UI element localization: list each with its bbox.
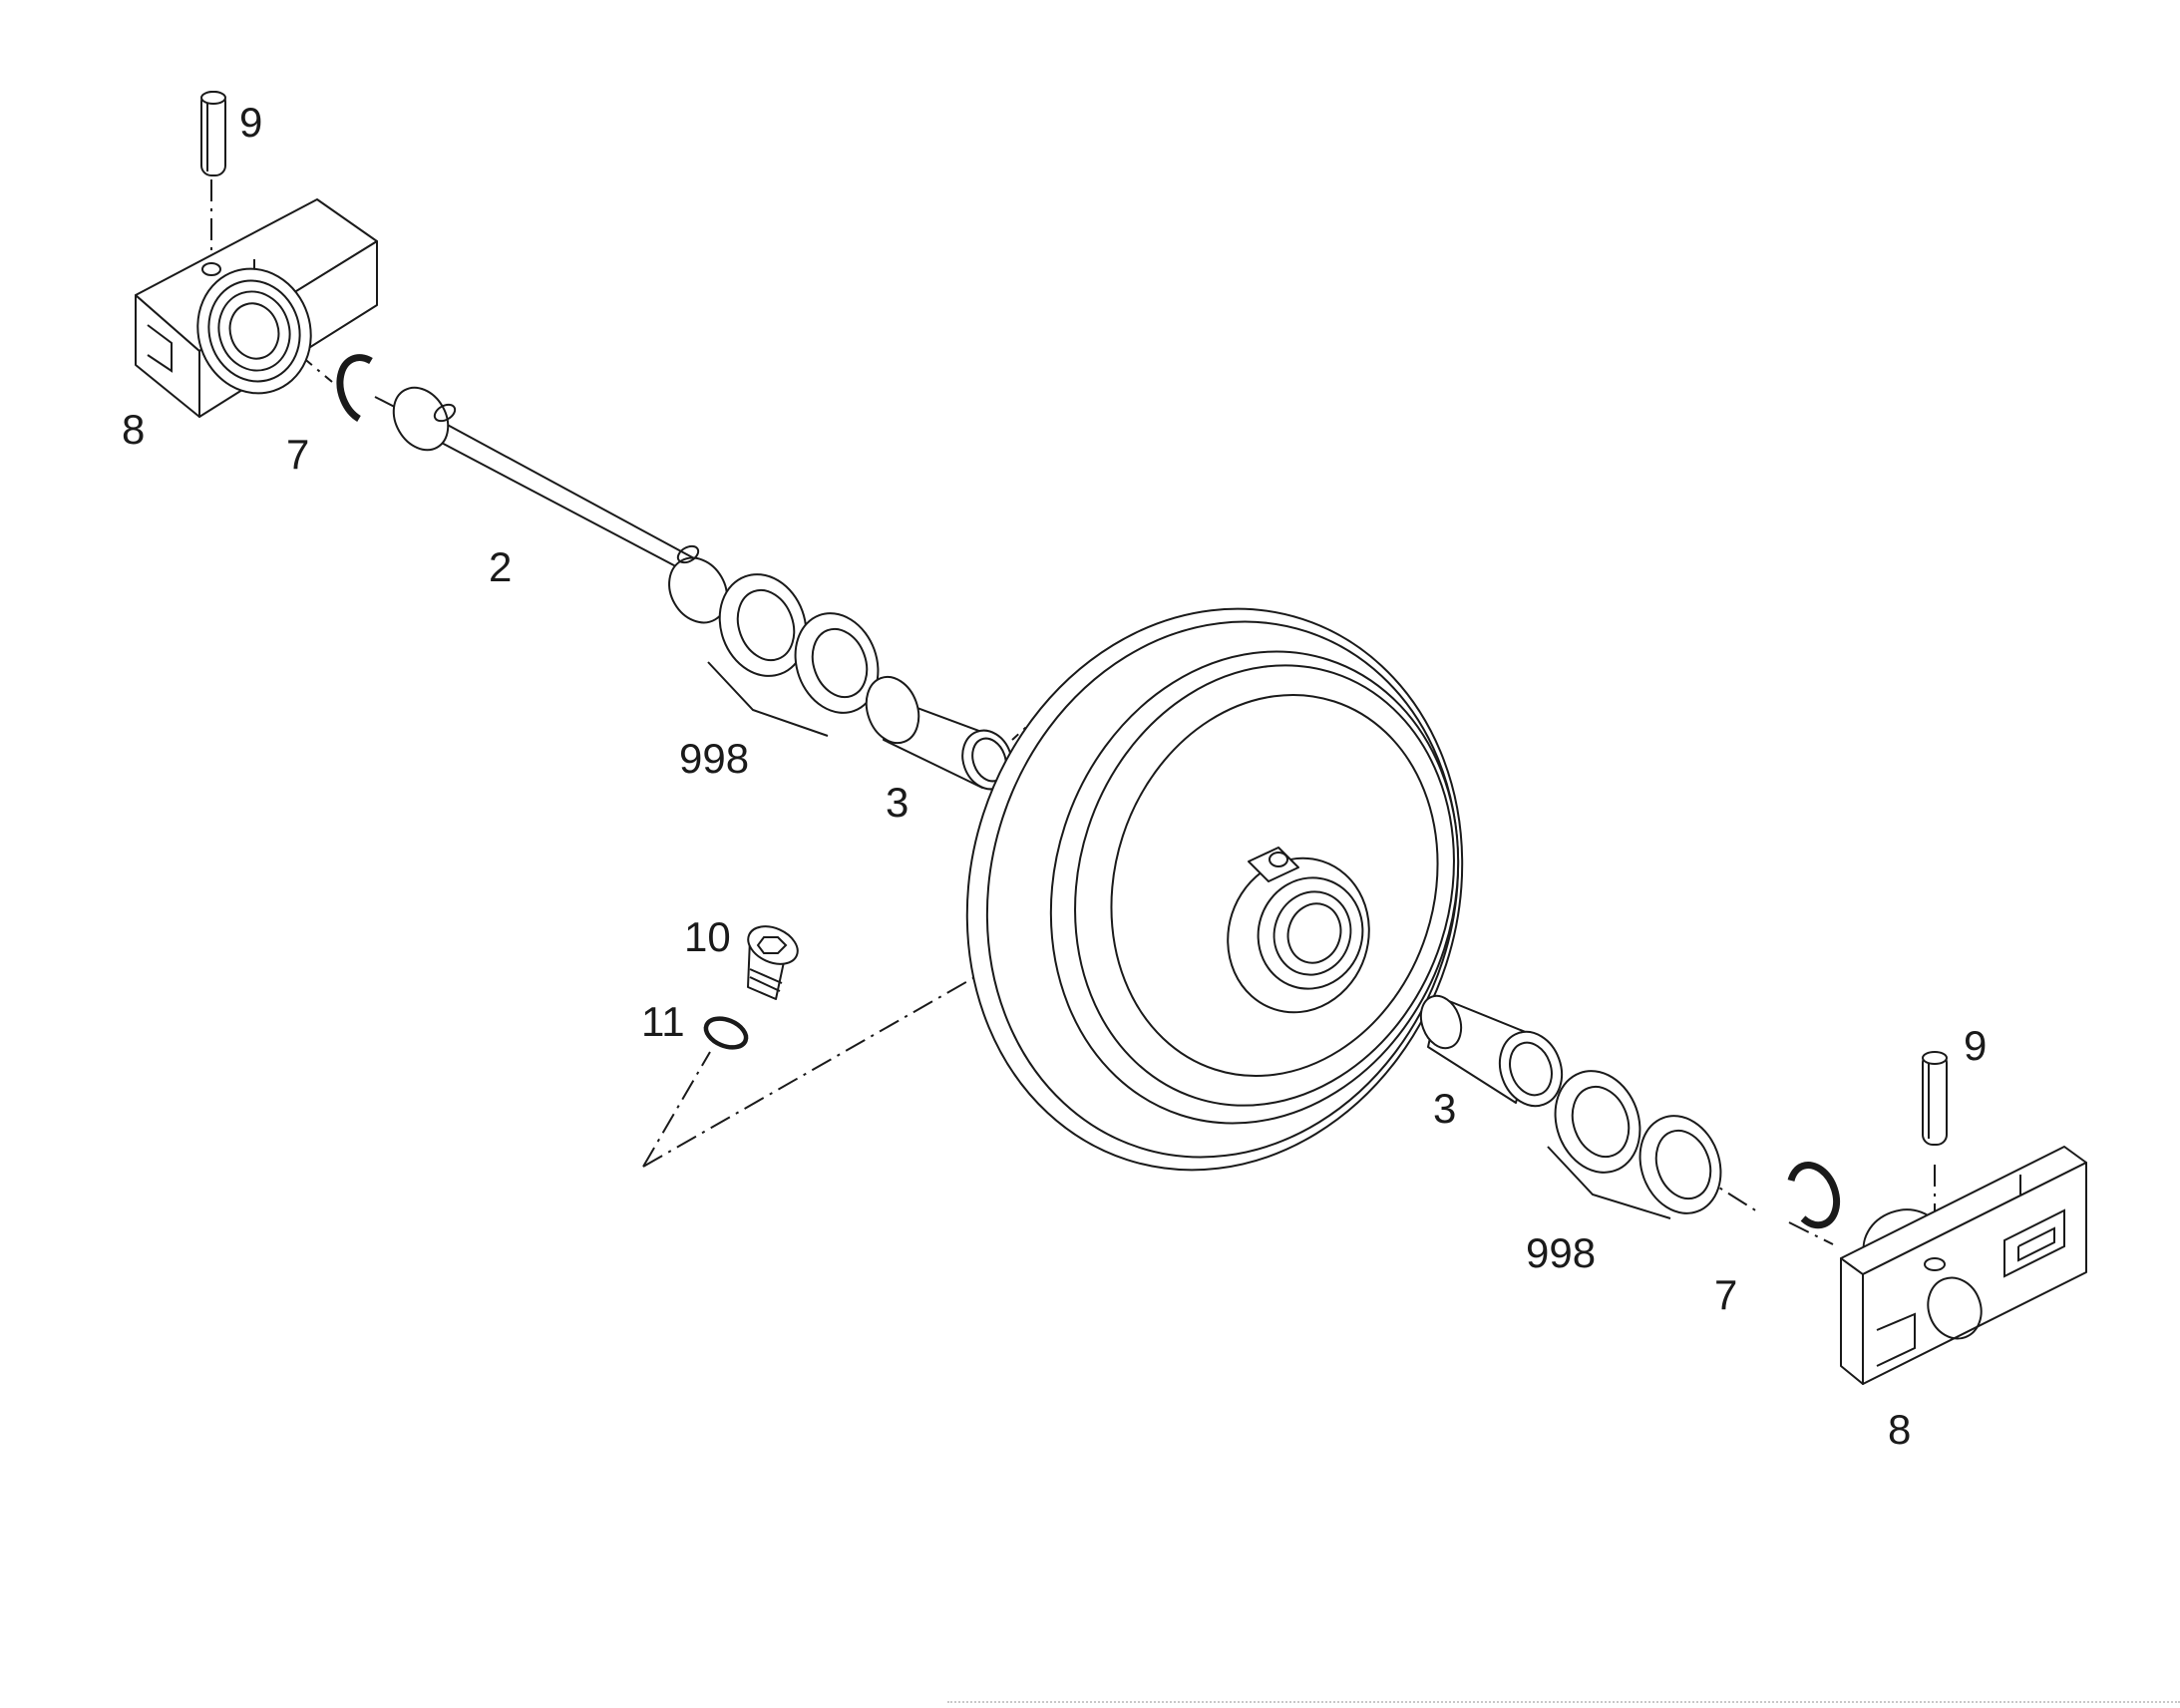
oring-left (336, 354, 373, 423)
leader-998-right (1547, 1146, 1671, 1219)
seal-ring-left-inner (794, 612, 880, 714)
pin-left (200, 91, 226, 176)
callout-pin-left: 9 (239, 99, 262, 146)
callout-oring-right: 7 (1714, 1271, 1737, 1318)
callout-axle: 2 (489, 543, 512, 590)
callout-pin-right: 9 (1964, 1022, 1987, 1069)
callout-screw: 10 (684, 913, 731, 960)
oring-right (1787, 1162, 1841, 1229)
pin-right (1922, 1051, 1948, 1146)
callout-oring-left: 7 (286, 431, 309, 478)
leader-998-left (707, 661, 829, 737)
callout-bracket-left: 8 (122, 406, 145, 453)
idler-wheel (965, 607, 1464, 1172)
callout-washer: 11 (641, 998, 685, 1045)
axle-shaft (392, 386, 728, 624)
bushing-left (865, 675, 1013, 791)
screw (747, 925, 799, 1000)
bottom-dotted-rule (947, 1701, 2180, 1703)
callout-seals-left: 998 (679, 735, 749, 782)
seal-ring-right-inner (1638, 1115, 1722, 1214)
callout-bracket-right: 8 (1888, 1406, 1911, 1453)
seal-ring-left-outer (718, 573, 808, 677)
bracket-left (135, 198, 378, 418)
callout-bushing-left: 3 (886, 779, 908, 826)
seal-ring-right-outer (1554, 1070, 1641, 1174)
callout-seals-right: 998 (1526, 1229, 1596, 1276)
washer (703, 1016, 749, 1050)
bracket-right (1840, 1146, 2087, 1385)
callout-bushing-right: 3 (1433, 1085, 1456, 1132)
callout-labels: 9 8 7 2 998 3 10 11 3 9 998 7 8 (122, 99, 1987, 1453)
bushing-right (1419, 994, 1564, 1108)
